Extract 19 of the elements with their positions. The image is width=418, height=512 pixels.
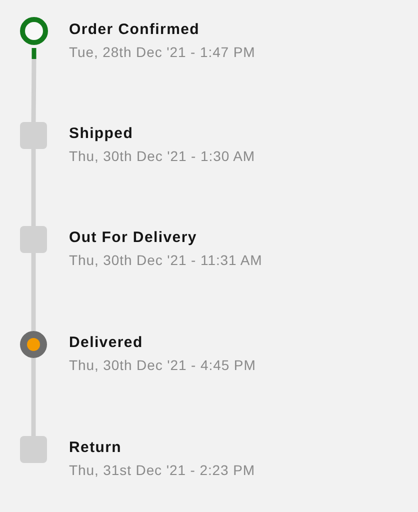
timeline-connector [31,253,36,331]
step-title: Order Confirmed [69,21,200,39]
step-timestamp: Thu, 31st Dec '21 - 2:23 PM [69,461,256,479]
step-title: Shipped [69,125,134,143]
pending-step-marker [20,436,47,463]
current-step-marker [20,331,47,358]
timeline-connector [31,358,36,436]
step-timestamp: Tue, 28th Dec '21 - 1:47 PM [69,43,256,61]
step-timestamp: Thu, 30th Dec '21 - 1:30 AM [69,147,256,165]
step-timestamp: Thu, 30th Dec '21 - 4:45 PM [69,356,256,374]
pending-step-marker [20,226,47,253]
timeline-connector [31,149,36,226]
step-title: Delivered [69,334,143,352]
timeline-connector [31,58,36,122]
pending-step-marker [20,122,47,149]
step-title: Out For Delivery [69,229,197,247]
step-timestamp: Thu, 30th Dec '21 - 11:31 AM [69,251,262,269]
completed-step-marker [20,17,48,59]
step-title: Return [69,439,122,457]
